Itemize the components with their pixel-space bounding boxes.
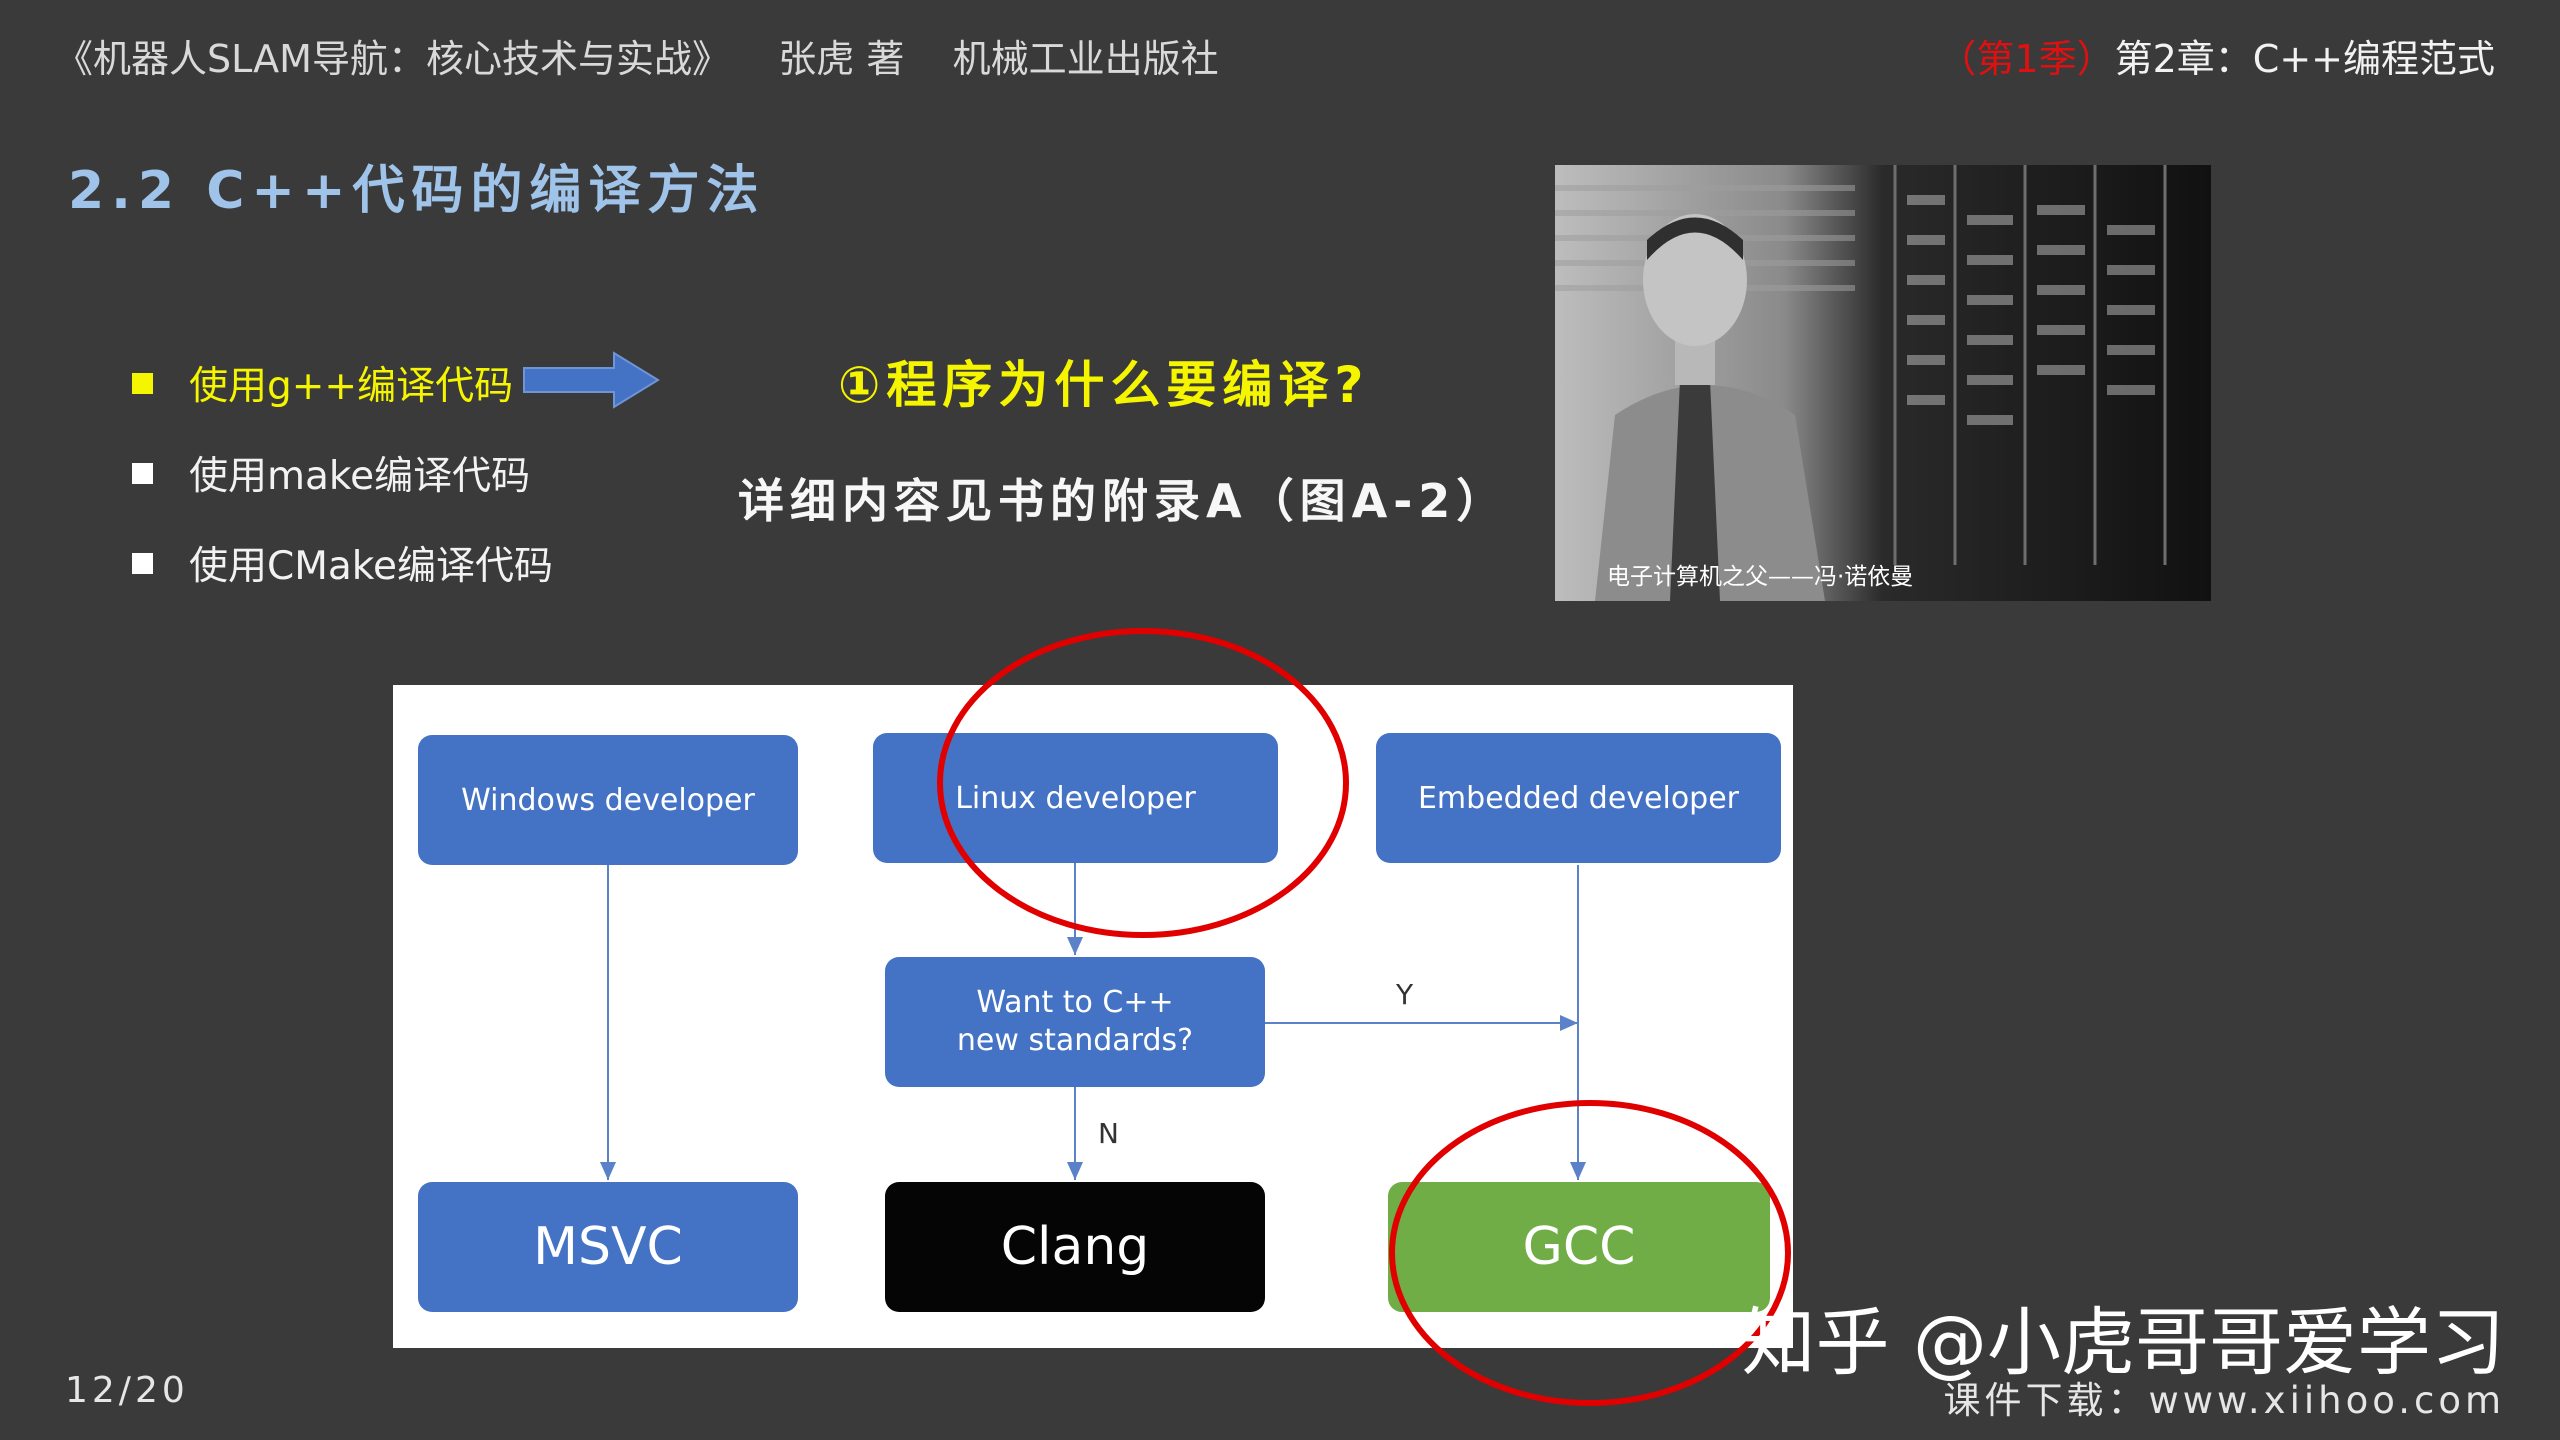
bullet-square-icon bbox=[132, 552, 153, 574]
edge-label-no: N bbox=[1098, 1117, 1119, 1150]
bullet-square-icon bbox=[132, 372, 153, 394]
question-heading: ①程序为什么要编译? bbox=[838, 356, 1370, 414]
season-label: （第1季） bbox=[1938, 37, 2115, 81]
section-title: 2.2 C++代码的编译方法 bbox=[68, 161, 766, 221]
bullet-square-icon bbox=[132, 462, 153, 484]
bullet-item-make: 使用make编译代码 bbox=[132, 445, 530, 501]
photo-caption: 电子计算机之父——冯·诺依曼 bbox=[1607, 564, 1914, 590]
windows-developer-node: Windows developer bbox=[418, 735, 798, 865]
linux-developer-node: Linux developer bbox=[873, 733, 1278, 863]
bullet-item-gpp: 使用g++编译代码 bbox=[132, 355, 513, 411]
bullet-item-cmake: 使用CMake编译代码 bbox=[132, 535, 553, 591]
zhihu-watermark: 知乎 @小虎哥哥爱学习 bbox=[1741, 1300, 2505, 1386]
want-cpp-new-standards-node: Want to C++ new standards? bbox=[885, 957, 1265, 1087]
detail-note: 详细内容见书的附录A（图A-2） bbox=[738, 474, 1509, 528]
clang-node: Clang bbox=[885, 1182, 1265, 1312]
gcc-node: GCC bbox=[1388, 1182, 1770, 1312]
compiler-choice-diagram: Windows developer Linux developer Embedd… bbox=[393, 685, 1793, 1348]
chapter-header: （第1季）第2章：C++编程范式 bbox=[1938, 28, 2495, 83]
edge-label-yes: Y bbox=[1396, 978, 1414, 1011]
bullet-label: 使用g++编译代码 bbox=[189, 364, 514, 409]
bullet-label: 使用make编译代码 bbox=[189, 454, 531, 499]
embedded-developer-node: Embedded developer bbox=[1376, 733, 1781, 863]
page-number: 12/20 bbox=[65, 1370, 189, 1411]
msvc-node: MSVC bbox=[418, 1182, 798, 1312]
book-title-header: 《机器人SLAM导航：核心技术与实战》 张虎 著 机械工业出版社 bbox=[55, 37, 1219, 81]
download-watermark: 课件下载：www.xiihoo.com bbox=[1943, 1379, 2505, 1422]
bullet-label: 使用CMake编译代码 bbox=[189, 544, 553, 589]
chapter-label: 第2章：C++编程范式 bbox=[2114, 37, 2495, 81]
right-arrow-icon bbox=[523, 351, 660, 409]
photo-illustration bbox=[1555, 165, 2211, 601]
von-neumann-photo: 电子计算机之父——冯·诺依曼 bbox=[1555, 165, 2211, 601]
